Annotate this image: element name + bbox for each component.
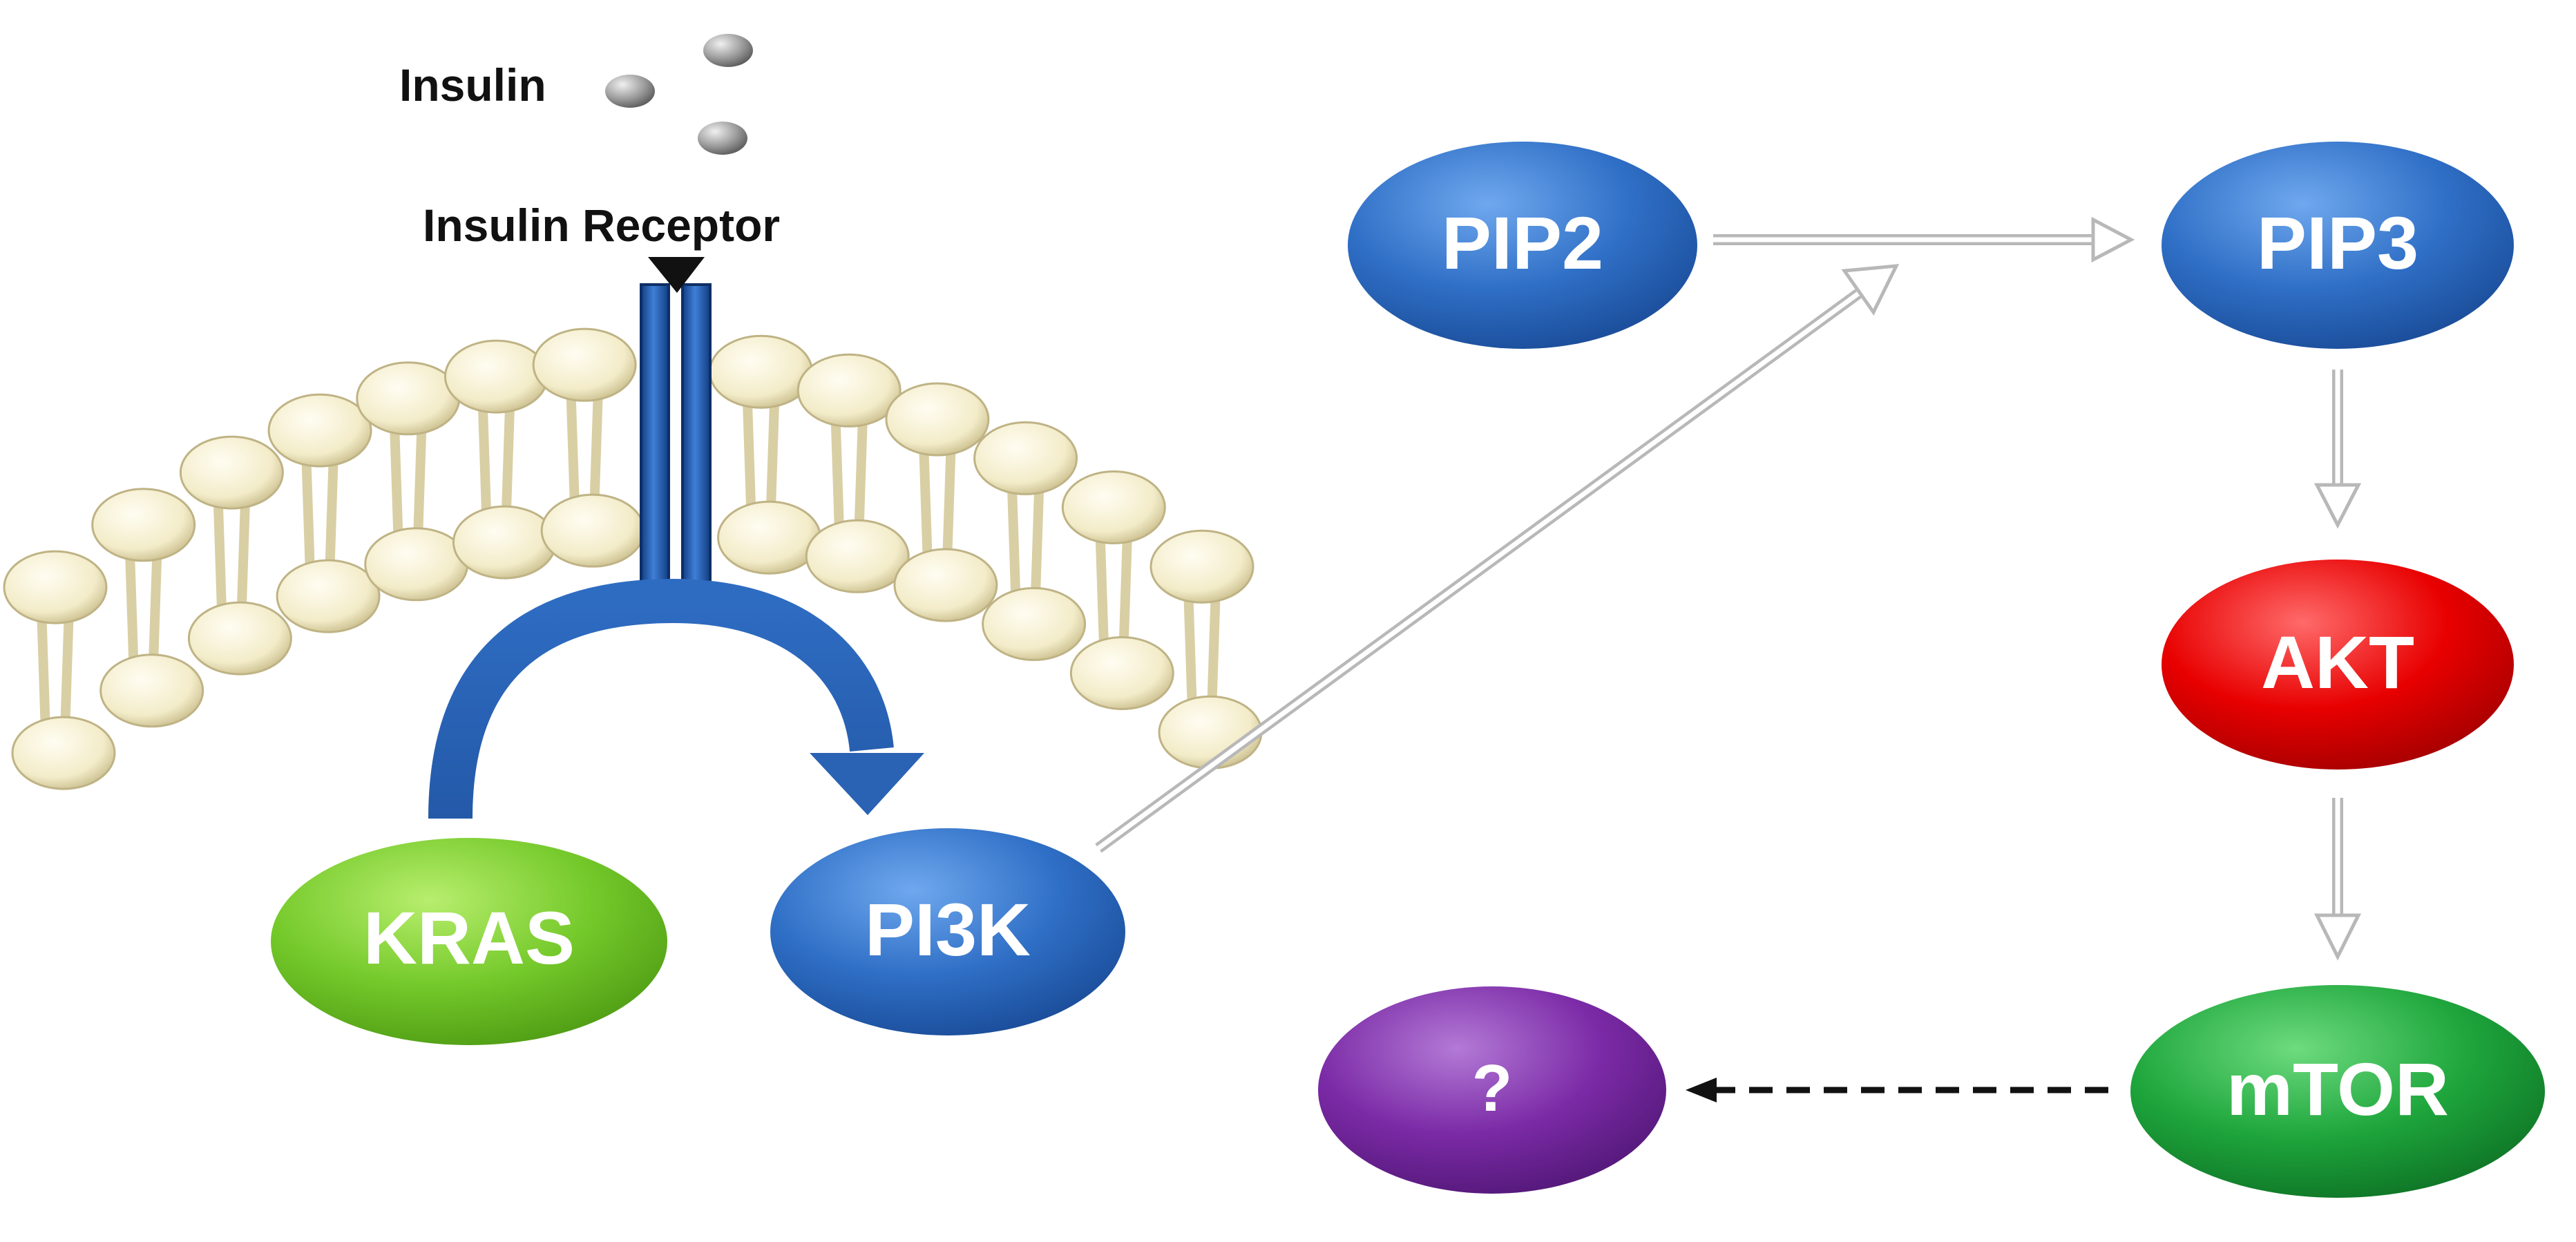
lipid-head [532,327,637,402]
lipid-tail [1207,587,1221,712]
lipid-tail [1030,479,1044,604]
lipid-head [267,393,372,468]
lipid-tail [566,385,580,510]
node-pip2-label: PIP2 [1442,201,1603,285]
node-pip3: PIP3 [2162,142,2514,349]
lipid-tail [60,607,74,733]
lipid-tail [765,392,780,517]
node-kras: KRAS [271,838,667,1045]
lipid-tail [1118,528,1133,653]
lipid-tail [37,607,50,733]
lipid-tail [325,450,339,576]
lipid-tail [301,450,316,576]
node-pip3-label: PIP3 [2257,201,2418,285]
lipid-head [709,334,814,409]
lipid-head [805,519,910,593]
node-pip2: PIP2 [1348,142,1697,349]
insulin-molecule [698,122,747,155]
lipid-head [796,353,901,428]
lipid-head [893,548,998,622]
lipid-tail [148,545,162,671]
pi3k-to-pip3-arrow [1095,264,1900,853]
insulin-receptor-label: Insulin Receptor [423,200,781,251]
node-unknown: ? [1318,986,1666,1194]
node-pi3k-label: PI3K [865,888,1031,971]
kras-to-pi3k-arrow [428,578,924,819]
lipid-tail [942,439,956,565]
lipid-tail [213,493,227,618]
lipid-head [443,339,548,414]
lipid-head [1061,470,1166,544]
lipid-head [3,550,108,624]
lipid-tail [477,397,492,522]
lipid-head [364,527,469,602]
lipid-tail [236,493,251,618]
mtor-to-unknown-dashed-arrow [1686,1078,2108,1102]
node-mtor: mTOR [2130,985,2545,1198]
insulin-label: Insulin [399,59,546,111]
lipid-tail [1006,479,1021,604]
lipid-head [356,361,461,436]
lipid-tail [124,545,139,671]
lipid-head [1149,529,1254,604]
node-unknown-label: ? [1472,1051,1513,1125]
lipid-head [540,493,645,568]
lipid-tail [830,411,845,536]
lipid-head [717,500,822,575]
lipid-head [973,421,1078,495]
lipid-tail [1183,587,1197,712]
lipid-head [276,559,381,633]
lipid-head [982,586,1087,661]
lipid-tail [742,392,756,517]
lipid-tail [589,385,604,510]
lipid-tail [389,419,403,544]
node-akt: AKT [2162,560,2514,770]
lipid-tail [1095,528,1109,653]
node-akt-label: AKT [2261,620,2414,704]
insulin-receptor [640,257,712,583]
lipid-head [99,653,204,728]
lipid-tail [854,411,868,536]
insulin-molecule [703,34,753,67]
lipid-head [11,716,116,790]
lipid-tail [918,439,933,565]
node-kras-label: KRAS [363,896,575,980]
insulin-molecules [605,34,753,155]
lipid-head [885,382,990,457]
lipid-tail [412,419,427,544]
lipid-head [91,488,196,562]
lipid-bilayer-membrane [3,327,1263,790]
akt-to-mtor-arrow [2313,798,2362,961]
pip3-to-akt-arrow [2313,370,2362,529]
node-mtor-label: mTOR [2226,1047,2449,1131]
insulin-molecule [605,75,655,108]
pip2-to-pip3-arrow [1713,216,2135,263]
lipid-tail [501,397,515,522]
lipid-head [452,505,557,580]
lipid-head [187,601,292,676]
lipid-head [1069,636,1174,710]
lipid-head [1158,695,1263,770]
lipid-head [179,435,284,510]
node-pi3k: PI3K [770,828,1125,1035]
